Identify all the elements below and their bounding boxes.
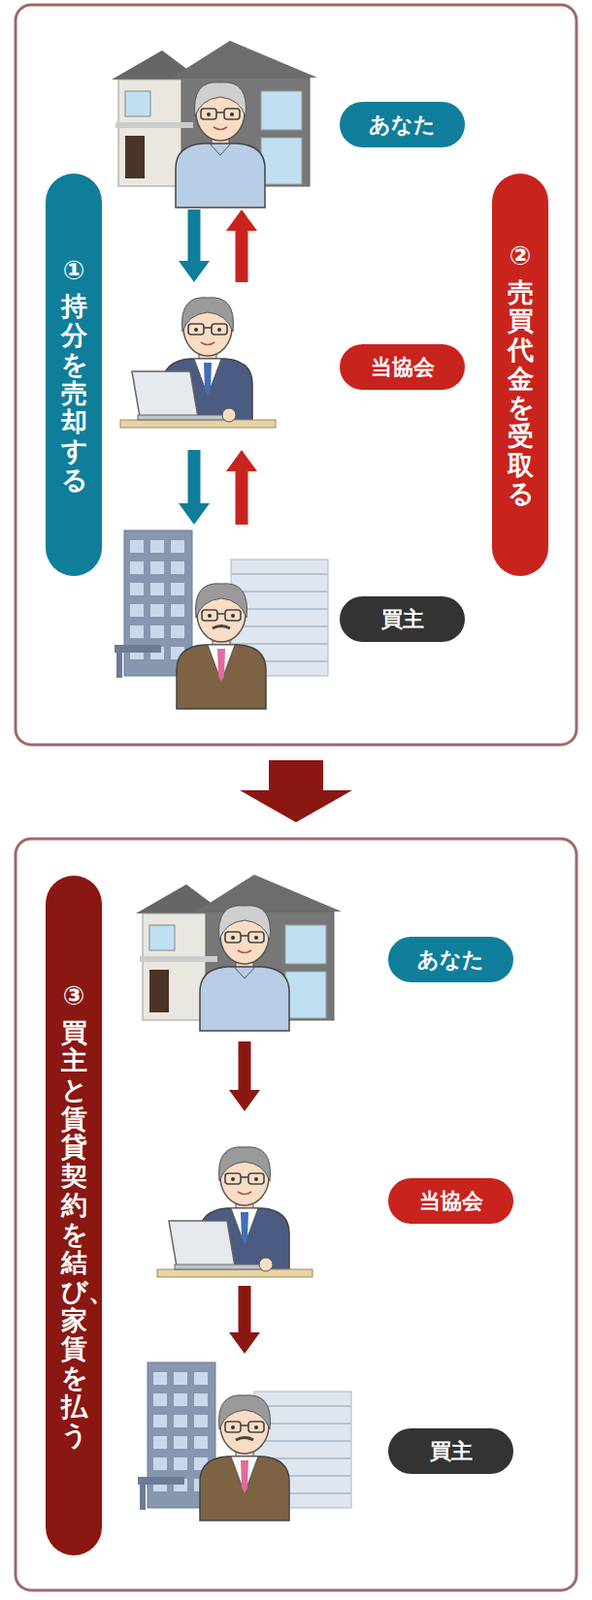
step-band: ① 持分を売却する xyxy=(45,173,102,577)
step-text: 持分を売却する xyxy=(61,292,88,494)
panel-frame xyxy=(15,4,577,746)
party-group: あなた xyxy=(135,868,520,1039)
step-text: 買主と賃貸契約を結び、家賃を払う xyxy=(61,1019,88,1451)
panel-frame xyxy=(15,839,577,1592)
party-group: 当協会 xyxy=(135,1116,520,1283)
step-number: ① xyxy=(63,256,86,286)
flow-arrow xyxy=(239,760,353,823)
party-group: あなた xyxy=(114,38,474,206)
flow-arrow xyxy=(229,1286,261,1355)
party-label: あなた xyxy=(339,101,465,148)
party-label: 当協会 xyxy=(388,1179,514,1225)
step-text: 売買代金を受取る xyxy=(507,278,534,510)
flow-arrow xyxy=(178,450,210,526)
step-band: ③ 買主と賃貸契約を結び、家賃を払う xyxy=(45,876,102,1557)
step-number: ② xyxy=(509,241,532,271)
party-group: 買主 xyxy=(116,1358,520,1563)
party-group: 当協会 xyxy=(114,286,474,447)
party-group: 買主 xyxy=(97,528,476,714)
flow-arrow xyxy=(226,209,258,283)
people-artwork xyxy=(111,40,352,1522)
party-label: 買主 xyxy=(388,1429,514,1476)
step-band: ② 売買代金を受取る xyxy=(492,173,549,577)
party-label: 買主 xyxy=(339,596,465,643)
flow-arrow xyxy=(178,209,210,283)
step-number: ③ xyxy=(63,982,86,1012)
party-label: 当協会 xyxy=(339,344,465,391)
party-label: あなた xyxy=(388,937,514,984)
flow-arrow xyxy=(226,450,258,526)
flow-arrow xyxy=(229,1042,261,1113)
